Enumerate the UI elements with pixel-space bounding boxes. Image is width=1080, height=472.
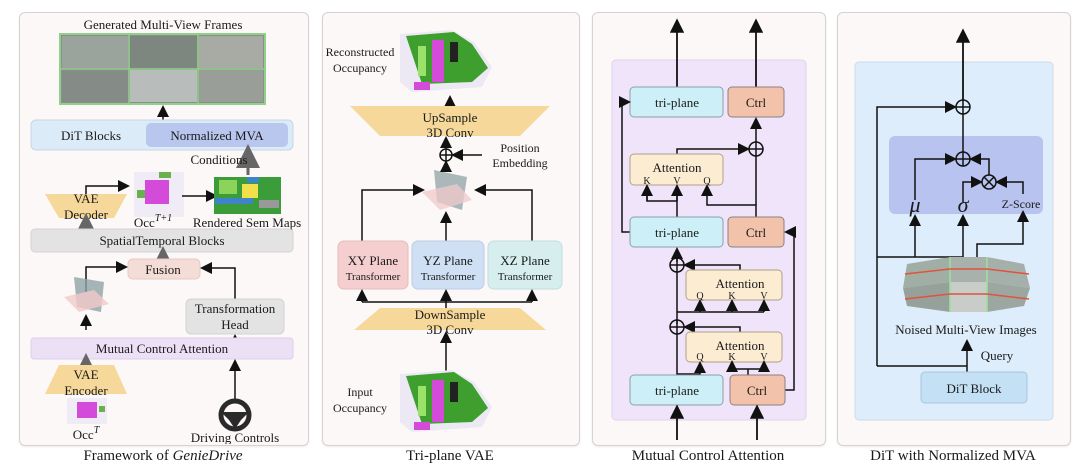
mca-diagram: tri-plane Ctrl Attention K V Q tri-plane…	[611, 18, 807, 440]
normalized-mva-box	[146, 123, 288, 147]
vae-encoder-label-1: VAE	[73, 367, 98, 382]
occ-label: OccT	[73, 425, 101, 442]
input-occupancy-image	[400, 370, 492, 432]
vae-encoder-shape	[45, 365, 127, 394]
k-label: K	[728, 352, 736, 363]
input-label-2: Occupancy	[333, 401, 387, 415]
xz-transformer-label: Transformer	[498, 271, 553, 283]
upsample-label-1: UpSample	[423, 110, 478, 125]
xy-label: XY Plane	[348, 253, 399, 268]
transformation-head-label-2: Head	[221, 317, 249, 332]
xz-label: XZ Plane	[500, 253, 550, 268]
upsample-label-2: 3D Conv	[426, 125, 474, 140]
conditions-label: Conditions	[190, 152, 247, 167]
yz-transformer-label: Transformer	[421, 271, 476, 283]
normalization-box	[889, 136, 1043, 214]
normalized-mva-label: Normalized MVA	[170, 128, 264, 143]
vae-encoder-label-2: Encoder	[64, 383, 108, 398]
position-label-1: Position	[500, 141, 539, 155]
dit-blocks-label: DiT Blocks	[61, 128, 121, 143]
caption-triplane-vae: Tri-plane VAE	[406, 448, 494, 464]
v-label: V	[760, 352, 768, 363]
occupancy-image	[67, 398, 107, 424]
k-label: K	[643, 176, 651, 187]
mutual-control-label: Mutual Control Attention	[96, 341, 229, 356]
caption-dit-normalized-mva: DiT with Normalized MVA	[870, 448, 1036, 464]
ctrl-label: Ctrl	[746, 95, 767, 110]
dit-block-label: DiT Block	[946, 381, 1002, 396]
occupancy-next-image	[134, 172, 184, 217]
spatiotemporal-label: SpatialTemporal Blocks	[99, 233, 224, 248]
v-label: V	[760, 291, 768, 302]
vae-decoder-label-1: VAE	[73, 191, 98, 206]
downsample-shape	[354, 308, 546, 330]
caption-mutual-control-attention: Mutual Control Attention	[631, 448, 785, 464]
dit-block-box	[920, 371, 1028, 404]
xz-plane-transformer	[487, 240, 563, 290]
q-label: Q	[696, 291, 704, 302]
triplane-icon	[422, 170, 472, 210]
xy-transformer-label: Transformer	[346, 271, 401, 283]
steering-wheel-icon	[218, 398, 252, 432]
generated-frames-label: Generated Multi-View Frames	[84, 17, 243, 32]
triplane-label: tri-plane	[655, 383, 699, 398]
k-label: K	[728, 291, 736, 302]
downsample-label-1: DownSample	[415, 307, 486, 322]
attention-label: Attention	[715, 338, 765, 353]
transformation-head-label-1: Transformation	[195, 301, 276, 316]
rendered-sem-maps-label: Rendered Sem Maps	[193, 215, 301, 230]
dit-mva-diagram: μ σ Z-Score Noised Multi-View Images Que…	[854, 28, 1054, 421]
framework-diagram: Generated Multi-View Frames DiT Blocks N…	[30, 17, 301, 444]
mu-symbol: μ	[908, 192, 920, 217]
query-label: Query	[981, 348, 1014, 363]
ctrl-label: Ctrl	[746, 225, 767, 240]
vae-decoder-shape	[45, 194, 127, 218]
xy-plane-transformer	[337, 240, 409, 290]
generated-frames-image	[59, 33, 266, 105]
yz-label: YZ Plane	[423, 253, 473, 268]
sigma-symbol: σ	[958, 192, 970, 217]
q-label: Q	[703, 176, 711, 187]
downsample-label-2: 3D Conv	[426, 322, 474, 337]
vae-decoder-label-2: Decoder	[64, 207, 109, 222]
reconstructed-label-1: Reconstructed	[326, 45, 395, 59]
caption-framework: Framework of GenieDrive	[83, 448, 243, 464]
attention-label: Attention	[715, 276, 765, 291]
triplane-icon	[64, 277, 109, 312]
reconstructed-occupancy-image	[400, 30, 492, 92]
occ-next-label: OccT+1	[134, 213, 172, 230]
rendered-sem-maps-image	[214, 177, 281, 214]
triplane-label: tri-plane	[655, 225, 699, 240]
position-label-2: Embedding	[492, 156, 547, 170]
ctrl-label: Ctrl	[747, 383, 768, 398]
driving-controls-label: Driving Controls	[191, 430, 279, 444]
fusion-label: Fusion	[145, 262, 181, 277]
v-label: V	[673, 176, 681, 187]
q-label: Q	[696, 352, 704, 363]
attention-label: Attention	[652, 160, 702, 175]
noised-images-label: Noised Multi-View Images	[895, 322, 1036, 337]
upsample-shape	[350, 106, 550, 136]
triplane-label: tri-plane	[655, 95, 699, 110]
reconstructed-label-2: Occupancy	[333, 61, 387, 75]
zscore-label: Z-Score	[1002, 197, 1041, 211]
input-label-1: Input	[347, 385, 373, 399]
noised-multiview-images	[903, 257, 1030, 312]
triplane-vae-diagram: Reconstructed Occupancy UpSample 3D Conv…	[326, 30, 563, 432]
